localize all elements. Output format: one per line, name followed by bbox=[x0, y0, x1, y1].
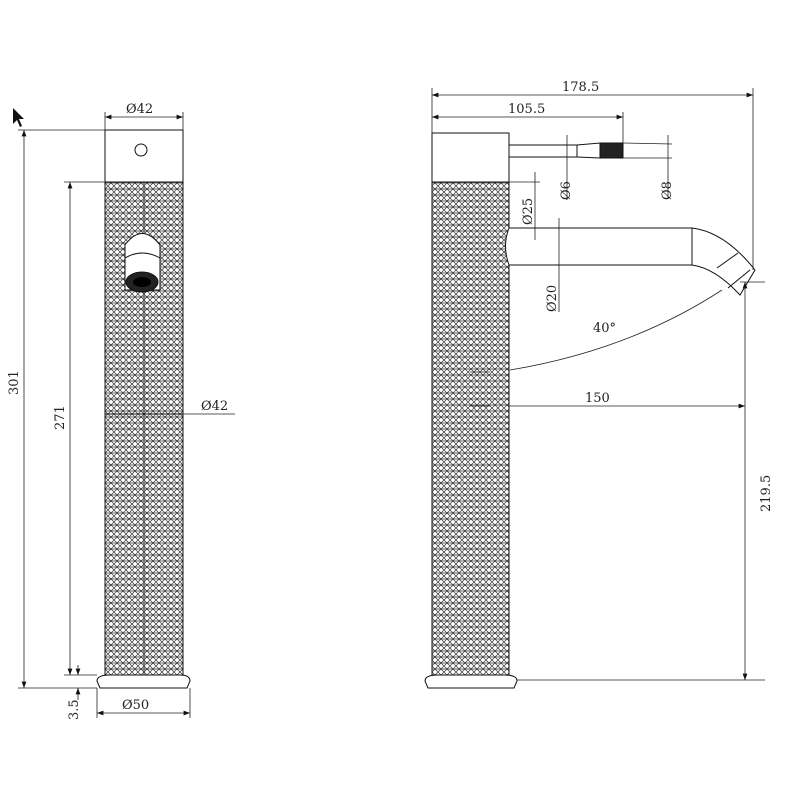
front-cap-hole bbox=[134, 143, 148, 157]
dim-grip-diameter: Ø8 bbox=[660, 181, 675, 200]
side-cap bbox=[431, 132, 510, 183]
dim-body-diameter: Ø42 bbox=[201, 399, 228, 414]
dim-spout-angle: 40° bbox=[593, 321, 616, 336]
dim-spout-diameter: Ø20 bbox=[545, 285, 560, 312]
lever-grip bbox=[599, 142, 624, 159]
front-base bbox=[96, 674, 191, 689]
spout bbox=[505, 227, 756, 296]
dim-overall-length: 178.5 bbox=[562, 80, 599, 95]
lever-rod bbox=[509, 144, 578, 158]
mouse-cursor-icon bbox=[13, 108, 24, 127]
dim-lever-length: 105.5 bbox=[508, 102, 545, 117]
dim-outlet-height: 219.5 bbox=[759, 475, 774, 512]
dim-cap-diameter: Ø42 bbox=[126, 102, 153, 117]
angle-arc bbox=[509, 289, 723, 371]
front-cap bbox=[104, 129, 184, 183]
dim-overall-height: 301 bbox=[7, 370, 22, 395]
side-view: 178.5 105.5 Ø6 Ø8 Ø25 Ø20 40° 150 219.5 bbox=[424, 80, 774, 689]
dim-body-height: 271 bbox=[53, 405, 68, 430]
side-knurled-body bbox=[431, 181, 510, 676]
dim-spout-reach: 150 bbox=[585, 391, 610, 406]
front-view: Ø42 301 271 Ø42 3.5 Ø50 bbox=[7, 102, 235, 720]
dim-base-diameter: Ø50 bbox=[122, 698, 149, 713]
side-base bbox=[424, 674, 518, 689]
dim-spout-offset: Ø25 bbox=[521, 198, 536, 225]
dim-base-height: 3.5 bbox=[67, 699, 82, 720]
dim-lever-diameter: Ø6 bbox=[559, 181, 574, 200]
